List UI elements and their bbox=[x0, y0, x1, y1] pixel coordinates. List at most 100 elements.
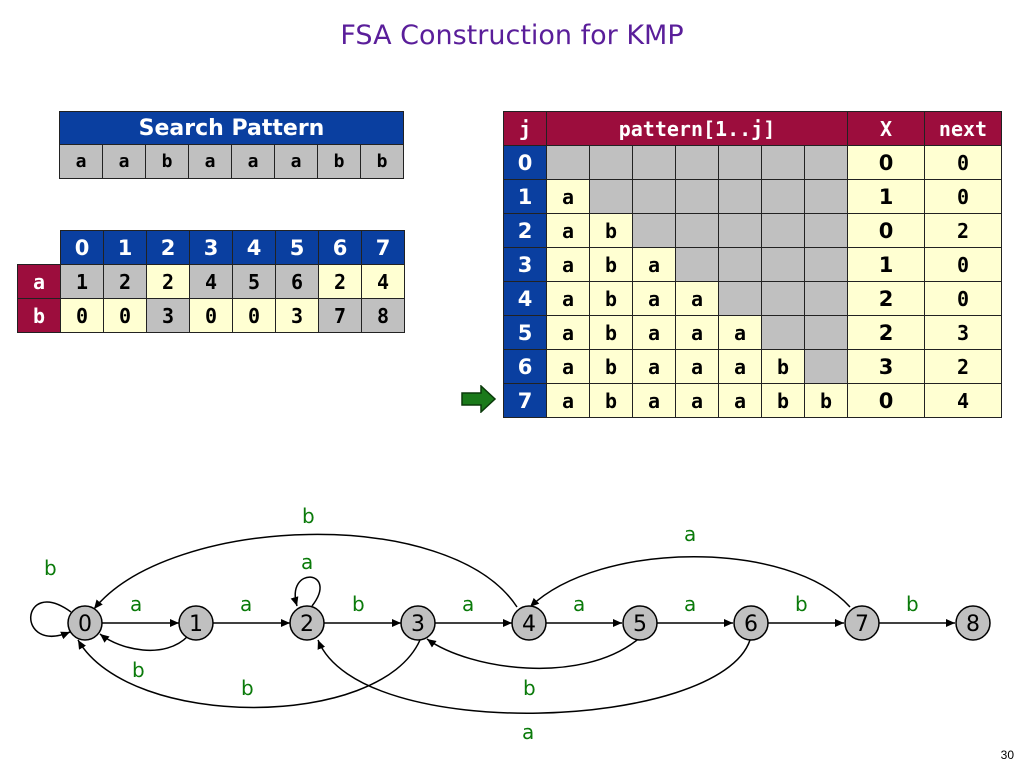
fsa-state-8: 8 bbox=[955, 605, 991, 641]
dfa-cell: 1 bbox=[60, 264, 104, 299]
kmp-pattern-cell bbox=[718, 247, 762, 282]
kmp-next-cell: 2 bbox=[924, 349, 1002, 384]
kmp-pattern-cell: a bbox=[546, 247, 590, 282]
kmp-pattern-cell bbox=[804, 349, 848, 384]
kmp-x-cell: 0 bbox=[847, 145, 925, 180]
slide-title: FSA Construction for KMP bbox=[340, 20, 684, 51]
label-self-0: b bbox=[44, 556, 57, 580]
fsa-state-3: 3 bbox=[400, 605, 436, 641]
fsa-state-label: 5 bbox=[633, 612, 647, 637]
slide-number: 30 bbox=[1000, 748, 1014, 762]
kmp-pattern-cell: a bbox=[546, 315, 590, 350]
kmp-x-cell: 2 bbox=[847, 281, 925, 316]
kmp-pattern-cell bbox=[761, 281, 805, 316]
label-edge-5-6: a bbox=[684, 592, 696, 616]
next-header: next bbox=[924, 111, 1002, 146]
kmp-next-cell: 0 bbox=[924, 179, 1002, 214]
kmp-next-cell: 4 bbox=[924, 383, 1002, 418]
kmp-pattern-cell bbox=[718, 179, 762, 214]
search-pattern-header: Search Pattern bbox=[59, 111, 404, 145]
label-edge-2-3: b bbox=[352, 592, 365, 616]
kmp-pattern-cell: a bbox=[632, 315, 676, 350]
label-edge-7-4: a bbox=[684, 522, 696, 546]
kmp-j-cell: 0 bbox=[503, 145, 547, 180]
label-edge-6-2: a bbox=[522, 720, 534, 744]
kmp-x-cell: 1 bbox=[847, 179, 925, 214]
fsa-state-circle bbox=[844, 605, 880, 641]
dfa-cell: 0 bbox=[232, 298, 276, 333]
kmp-pattern-cell: b bbox=[804, 383, 848, 418]
dfa-cell: 4 bbox=[361, 264, 405, 299]
edge-1-0 bbox=[99, 633, 189, 652]
kmp-pattern-cell: a bbox=[632, 281, 676, 316]
kmp-pattern-cell: b bbox=[761, 383, 805, 418]
current-row-arrow-icon bbox=[461, 385, 497, 413]
dfa-symbol-header: b bbox=[17, 298, 61, 333]
kmp-pattern-cell: a bbox=[675, 315, 719, 350]
fsa-state-circle bbox=[289, 605, 325, 641]
kmp-pattern-cell: a bbox=[632, 247, 676, 282]
kmp-pattern-cell: a bbox=[718, 383, 762, 418]
dfa-cell: 6 bbox=[275, 264, 319, 299]
kmp-pattern-cell bbox=[589, 179, 633, 214]
kmp-x-cell: 3 bbox=[847, 349, 925, 384]
kmp-pattern-cell bbox=[632, 179, 676, 214]
search-pattern-char: b bbox=[317, 144, 361, 179]
label-edge-3-4: a bbox=[462, 592, 474, 616]
fsa-state-7: 7 bbox=[844, 605, 880, 641]
fsa-state-label: 7 bbox=[855, 612, 869, 637]
edge-self-2 bbox=[290, 576, 321, 607]
kmp-pattern-cell: b bbox=[589, 281, 633, 316]
kmp-pattern-cell bbox=[804, 145, 848, 180]
dfa-cell: 3 bbox=[275, 298, 319, 333]
search-pattern-char: a bbox=[231, 144, 275, 179]
kmp-next-cell: 3 bbox=[924, 315, 1002, 350]
kmp-pattern-cell: b bbox=[589, 315, 633, 350]
label-edge-4-5: a bbox=[573, 592, 585, 616]
search-pattern-char: b bbox=[145, 144, 189, 179]
kmp-pattern-cell bbox=[675, 213, 719, 248]
kmp-pattern-cell: a bbox=[718, 315, 762, 350]
kmp-j-cell: 7 bbox=[503, 383, 547, 418]
kmp-j-cell: 1 bbox=[503, 179, 547, 214]
kmp-pattern-cell bbox=[761, 179, 805, 214]
kmp-pattern-cell: a bbox=[675, 349, 719, 384]
kmp-pattern-cell bbox=[675, 179, 719, 214]
kmp-pattern-cell bbox=[804, 247, 848, 282]
dfa-state-header: 0 bbox=[60, 230, 104, 265]
fsa-state-label: 1 bbox=[189, 612, 203, 637]
pattern-header: pattern[1..j] bbox=[546, 111, 848, 146]
fsa-state-5: 5 bbox=[622, 605, 658, 641]
x-header: X bbox=[847, 111, 925, 146]
fsa-state-label: 0 bbox=[78, 612, 92, 637]
fsa-state-circle bbox=[955, 605, 991, 641]
kmp-pattern-cell bbox=[718, 281, 762, 316]
label-edge-5-3: b bbox=[523, 676, 536, 700]
kmp-pattern-cell: b bbox=[589, 213, 633, 248]
fsa-state-1: 1 bbox=[178, 605, 214, 641]
fsa-state-label: 4 bbox=[522, 612, 536, 637]
fsa-state-circle bbox=[178, 605, 214, 641]
dfa-cell: 7 bbox=[318, 298, 362, 333]
dfa-cell: 5 bbox=[232, 264, 276, 299]
edge-6-2 bbox=[317, 639, 751, 714]
label-edge-7-8: b bbox=[906, 592, 919, 616]
dfa-cell: 0 bbox=[60, 298, 104, 333]
label-edge-3-0: b bbox=[241, 676, 254, 700]
kmp-pattern-cell bbox=[761, 145, 805, 180]
kmp-next-cell: 0 bbox=[924, 281, 1002, 316]
dfa-cell: 0 bbox=[103, 298, 147, 333]
kmp-j-cell: 6 bbox=[503, 349, 547, 384]
kmp-pattern-cell bbox=[632, 213, 676, 248]
kmp-pattern-cell: a bbox=[632, 383, 676, 418]
label-edge-0-1: a bbox=[130, 592, 142, 616]
kmp-pattern-cell: a bbox=[675, 281, 719, 316]
